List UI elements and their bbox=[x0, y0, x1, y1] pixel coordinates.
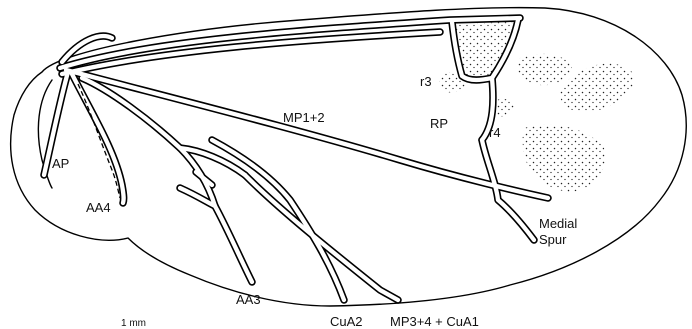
label-rp: RP bbox=[430, 116, 448, 131]
label-medial-spur-line1: Medial bbox=[539, 216, 577, 231]
label-mp34-cua1: MP3+4 + CuA1 bbox=[390, 314, 479, 329]
pigment-patch-mid bbox=[518, 54, 572, 85]
label-cua2: CuA2 bbox=[330, 314, 363, 329]
scale-bar-label: 1 mm bbox=[121, 318, 146, 329]
label-medial-spur-line2: Spur bbox=[539, 232, 567, 247]
pigment-patches bbox=[439, 22, 634, 192]
label-mp12: MP1+2 bbox=[283, 110, 325, 125]
label-aa4: AA4 bbox=[86, 200, 111, 215]
scale-bar: 1 mm bbox=[121, 318, 146, 329]
label-ap: AP bbox=[52, 156, 69, 171]
pigment-patch-bottom bbox=[523, 124, 606, 192]
label-r4: r4 bbox=[489, 125, 501, 140]
label-aa3: AA3 bbox=[236, 292, 261, 307]
label-r3: r3 bbox=[420, 74, 432, 89]
